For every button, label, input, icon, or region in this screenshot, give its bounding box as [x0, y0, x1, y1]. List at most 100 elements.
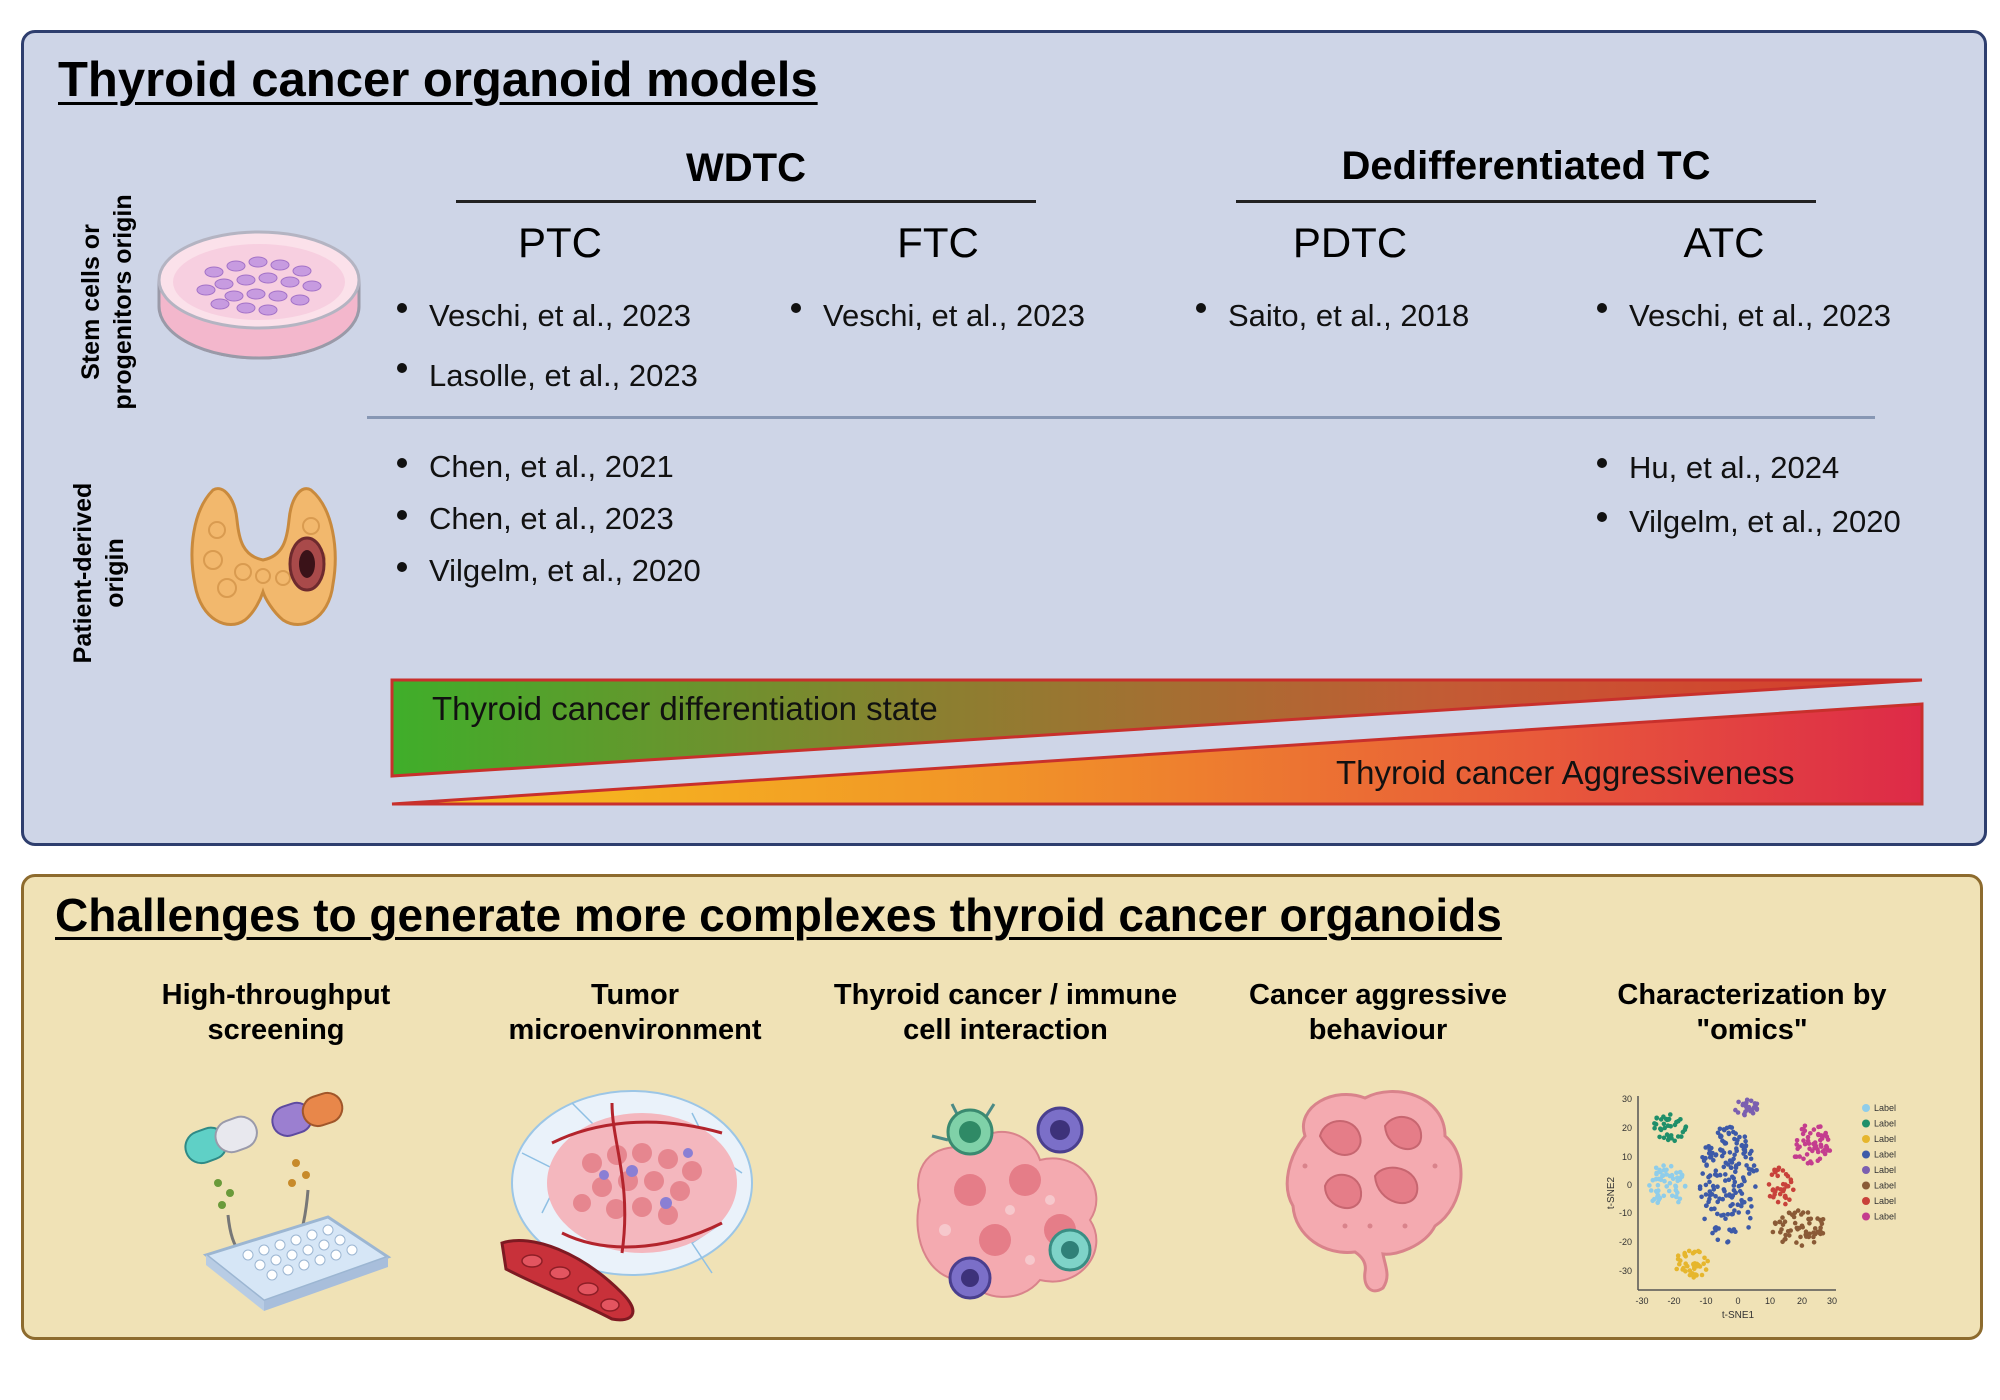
tsne-point	[1710, 1150, 1715, 1156]
tsne-point	[1815, 1216, 1820, 1221]
tsne-point	[1703, 1267, 1709, 1272]
tsne-point	[1701, 1261, 1706, 1266]
tsne-point	[1653, 1165, 1659, 1171]
tsne-point	[1799, 1212, 1804, 1217]
tsne-point	[1665, 1123, 1671, 1128]
tsne-point	[1799, 1243, 1805, 1248]
tsne-point	[1723, 1160, 1729, 1166]
tsne-point	[1687, 1272, 1693, 1278]
tsne-point	[1794, 1138, 1800, 1143]
tsne-point	[1811, 1127, 1817, 1132]
tsne-point	[1674, 1266, 1679, 1272]
dedifferentiated-underline	[1236, 200, 1816, 203]
tsne-point	[1672, 1138, 1677, 1144]
tsne-point	[1743, 1139, 1748, 1144]
tsne-point	[1668, 1163, 1674, 1169]
tsne-point	[1648, 1188, 1654, 1193]
tsne-point	[1666, 1188, 1672, 1194]
tsne-point	[1819, 1221, 1825, 1226]
tsne-point	[1800, 1224, 1805, 1230]
patient-ptc-refs: Chen, et al., 2021 Chen, et al., 2023 Vi…	[393, 441, 701, 597]
ref-item: Lasolle, et al., 2023	[393, 346, 698, 406]
tsne-point	[1754, 1101, 1760, 1107]
tsne-point	[1798, 1234, 1803, 1240]
wdtc-underline	[456, 200, 1036, 203]
stem-atc-refs: Veschi, et al., 2023	[1593, 286, 1891, 346]
tsne-point	[1743, 1154, 1748, 1160]
tsne-ytick: 10	[1622, 1152, 1632, 1162]
tsne-point	[1656, 1176, 1662, 1182]
tsne-point	[1818, 1137, 1823, 1143]
tsne-point	[1739, 1182, 1744, 1188]
immune-cell-interaction-icon	[916, 1103, 1098, 1300]
ref-item: Veschi, et al., 2023	[1593, 286, 1891, 346]
tsne-point	[1736, 1099, 1741, 1105]
tsne-point	[1676, 1199, 1681, 1205]
tsne-point	[1769, 1172, 1775, 1177]
tsne-point	[1742, 1178, 1747, 1184]
tsne-point	[1785, 1183, 1791, 1189]
tsne-point	[1713, 1168, 1719, 1173]
ref-item: Chen, et al., 2021	[393, 441, 701, 493]
tsne-point	[1745, 1209, 1751, 1215]
tsne-point	[1674, 1194, 1679, 1199]
tsne-point	[1726, 1177, 1732, 1183]
tsne-point	[1710, 1230, 1715, 1236]
tsne-legend-label: Label	[1874, 1119, 1896, 1129]
ref-item: Vilgelm, et al., 2020	[1593, 495, 1901, 549]
tsne-point	[1734, 1146, 1739, 1151]
tsne-point	[1818, 1124, 1823, 1129]
tsne-point	[1788, 1179, 1794, 1185]
tsne-point	[1702, 1255, 1707, 1261]
tsne-point	[1707, 1173, 1713, 1178]
tsne-point	[1746, 1166, 1752, 1172]
tsne-point	[1682, 1184, 1688, 1189]
challenges-title: Challenges to generate more complexes th…	[55, 889, 1502, 941]
tsne-point	[1729, 1195, 1735, 1200]
tsne-legend-label: Label	[1874, 1134, 1896, 1144]
tsne-point	[1650, 1198, 1655, 1204]
aggressiveness-wedge	[391, 702, 1924, 806]
tsne-point	[1782, 1219, 1788, 1224]
tumor-microenvironment-icon	[500, 1090, 753, 1322]
challenge-omics: Characterization by"omics"	[1617, 979, 1887, 1046]
tsne-point	[1806, 1141, 1812, 1146]
tsne-point	[1675, 1256, 1681, 1262]
tsne-point	[1748, 1098, 1754, 1104]
tsne-point	[1721, 1164, 1727, 1170]
tsne-point	[1746, 1225, 1751, 1230]
tsne-point	[1727, 1227, 1732, 1233]
tsne-point	[1744, 1097, 1750, 1103]
tsne-point	[1751, 1163, 1757, 1168]
tsne-point	[1725, 1240, 1730, 1245]
tsne-point	[1723, 1178, 1728, 1183]
tsne-point	[1655, 1182, 1661, 1188]
patient-derived-row-label: Patient-derived origin	[69, 482, 129, 664]
tsne-point	[1715, 1184, 1720, 1189]
tsne-point	[1657, 1195, 1663, 1201]
organoid-models-title: Thyroid cancer organoid models	[58, 53, 818, 107]
tsne-point	[1815, 1229, 1820, 1235]
tsne-point	[1792, 1220, 1798, 1226]
tsne-point	[1706, 1150, 1712, 1156]
stem-ptc-refs: Veschi, et al., 2023 Lasolle, et al., 20…	[393, 286, 698, 406]
gradient-wedges	[390, 678, 1924, 806]
ref-item: Saito, et al., 2018	[1192, 286, 1469, 346]
tsne-point	[1707, 1147, 1712, 1153]
differentiation-wedge	[390, 678, 1923, 778]
tsne-point	[1713, 1194, 1718, 1199]
ref-item: Chen, et al., 2023	[393, 493, 701, 545]
tsne-point	[1802, 1123, 1808, 1129]
tsne-point	[1736, 1210, 1741, 1215]
tsne-point	[1727, 1150, 1733, 1155]
tsne-point	[1662, 1125, 1667, 1131]
stem-ftc-refs: Veschi, et al., 2023	[787, 286, 1085, 346]
tsne-point	[1824, 1134, 1830, 1139]
tsne-point	[1775, 1173, 1780, 1179]
pdtc-label: PDTC	[1292, 219, 1408, 266]
tsne-point	[1675, 1253, 1681, 1258]
aggressive-cells-icon	[1285, 1090, 1463, 1293]
tsne-point	[1807, 1221, 1812, 1226]
